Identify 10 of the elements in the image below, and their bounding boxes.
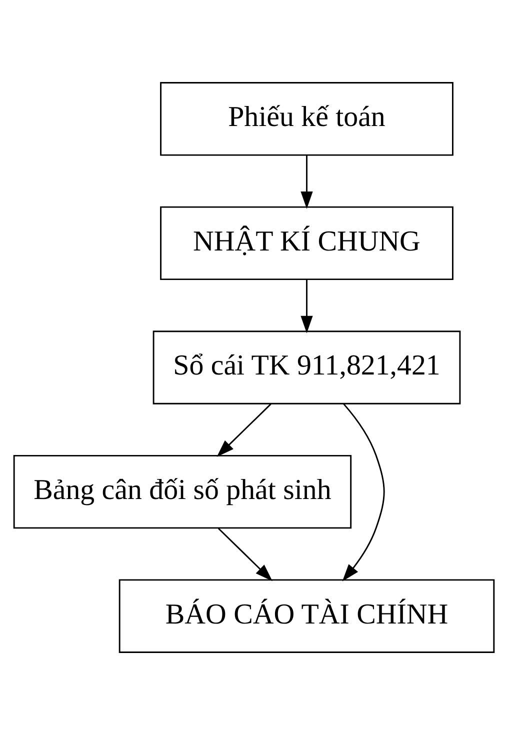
arrow <box>216 403 272 456</box>
arrow <box>342 402 385 581</box>
node-box: NHẬT KÍ CHUNG <box>160 206 454 280</box>
node-box: Bảng cân đối số phát sinh <box>13 454 352 528</box>
arrow <box>300 279 313 333</box>
arrow <box>218 527 272 581</box>
node-box: Sổ cái TK 911,821,421 <box>152 330 461 404</box>
node-box: BÁO CÁO TÀI CHÍNH <box>118 578 495 652</box>
node-box: Phiếu kế toán <box>160 82 454 156</box>
arrow <box>300 154 313 208</box>
